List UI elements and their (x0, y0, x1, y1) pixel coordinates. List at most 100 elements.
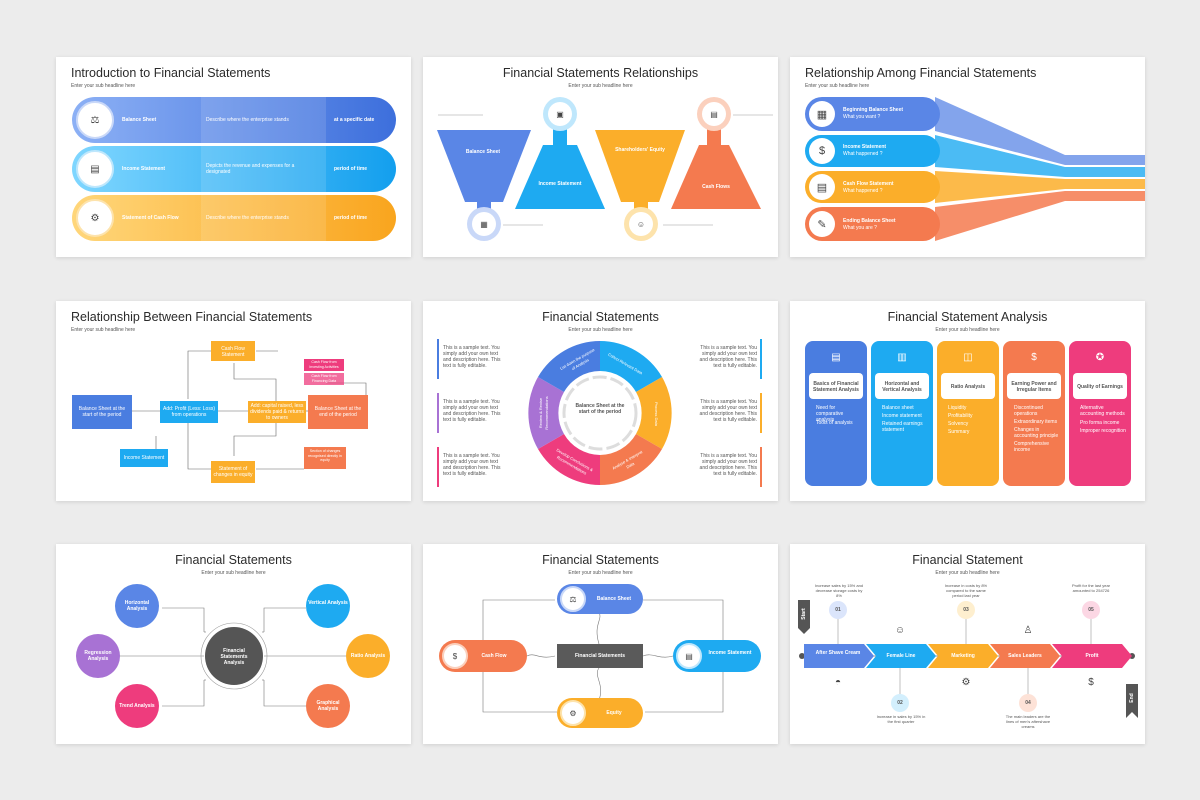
item-label: Balance Sheet (465, 149, 501, 155)
slide2-shapes (437, 97, 773, 241)
loop-node: Income Statement (708, 650, 752, 656)
slide-financial-statements-loop[interactable]: Financial Statements Enter your sub head… (423, 544, 778, 744)
node-start: Balance Sheet at the start of the period (78, 406, 126, 418)
step-number: 02 (897, 700, 903, 706)
node-accum: Section of changes recognised directly i… (308, 449, 342, 462)
chart-icon: ▥ (897, 351, 907, 363)
slide-title: Financial Statements (542, 553, 659, 567)
marketing-icon: ⚙ (958, 674, 974, 690)
slide-financial-statement-analysis[interactable]: Financial Statement Analysis Enter your … (790, 301, 1145, 501)
slide-intro-financial-statements[interactable]: Introduction to Financial Statements Ent… (56, 57, 411, 257)
slide-subtitle: Enter your sub headline here (71, 83, 136, 89)
step-note: Increase sales by 15% and decrease stora… (814, 583, 864, 598)
row-desc: Describe where the enterprise stands (206, 215, 289, 221)
card-item: Changes in accounting principle (1014, 427, 1059, 439)
slide-subtitle: Enter your sub headline here (568, 327, 633, 333)
side-text: This is a sample text. You simply add yo… (443, 345, 501, 369)
slide-subtitle: Enter your sub headline here (201, 570, 266, 576)
step-label: After Shave Cream (815, 650, 861, 656)
loop-node: Cash Flow (481, 653, 507, 659)
side-text: This is a sample text. You simply add yo… (443, 453, 501, 477)
side-text: This is a sample text. You simply add yo… (699, 399, 757, 423)
card-item: Liquidity (948, 405, 967, 411)
slide-financial-statements-relationships[interactable]: Financial Statements Relationships Enter… (423, 57, 778, 257)
row-name: Income Statement (122, 166, 166, 172)
cash-flow-icon: ▤ (809, 174, 835, 200)
step-note: Profit for the last year amounted to 254… (1071, 583, 1110, 593)
mindmap-node: Horizontal Analysis (124, 600, 150, 612)
card-head: Earning Power and Irregular Items (1011, 381, 1057, 393)
slide-subtitle: Enter your sub headline here (568, 83, 633, 89)
row-desc: Describe where the enterprise stands (206, 117, 289, 123)
card-item: Extraordinary items (1014, 419, 1058, 425)
mindmap-node: Ratio Analysis (350, 653, 386, 659)
row-question: What happened ? (843, 151, 883, 157)
row-desc: Depicts the revenue and expenses for a d… (206, 163, 295, 175)
loop-node: Balance Sheet (596, 596, 632, 602)
slide4-flow (72, 341, 368, 483)
balance-sheet-icon: ▦ (809, 101, 835, 127)
side-text: This is a sample text. You simply add yo… (699, 453, 757, 477)
row-name: Income Statement (843, 144, 887, 150)
node-cashflow: Cash Flow Statement (221, 346, 245, 358)
step-number: 04 (1025, 700, 1031, 706)
node-income: Income Statement (123, 455, 165, 461)
report-icon: ▤ (831, 351, 841, 363)
team-icon: ☺ (892, 622, 908, 638)
slide-title: Financial Statements (175, 553, 292, 567)
document-icon: ▤ (76, 150, 114, 188)
segment-label: Review & Revise Recommendations (538, 396, 549, 430)
row-when: period of time (334, 215, 368, 221)
row-when: at a specific date (334, 117, 375, 123)
slide-financial-statement-timeline[interactable]: Financial Statement Enter your sub headl… (790, 544, 1145, 744)
card-item: Profitability (948, 413, 973, 419)
presentation-icon: ◫ (963, 351, 973, 363)
slide-title: Financial Statement Analysis (887, 310, 1048, 324)
calculator-icon: ▦ (477, 217, 491, 231)
mindmap-center: Financial Statements Analysis (220, 648, 248, 666)
cash-flow-icon: ⚙ (76, 199, 114, 237)
slide-title: Relationship Between Financial Statement… (71, 310, 313, 324)
step-label: Marketing (951, 653, 975, 659)
card-item: Need for comparative analysis (816, 405, 844, 423)
step-number: 03 (963, 607, 969, 613)
slide-title: Introduction to Financial Statements (71, 66, 271, 80)
card-item: Income statement (882, 413, 922, 419)
step-label: Profit (1085, 653, 1099, 659)
wheel-center: Balance Sheet at the start of the period (575, 403, 625, 415)
cream-icon: ◓ (830, 674, 846, 690)
checklist-icon: ▣ (553, 107, 567, 121)
row-question: What you are ? (843, 225, 877, 231)
row-when: period of time (334, 166, 368, 172)
card-item: Improper recognition (1080, 428, 1126, 434)
slide-subtitle: Enter your sub headline here (71, 327, 136, 333)
income-icon: $ (809, 138, 835, 164)
coins-icon: $ (1031, 351, 1037, 363)
row-name: Ending Balance Sheet (843, 218, 896, 224)
scale-icon: ⚖ (76, 101, 114, 139)
row-name: Balance Sheet (122, 117, 157, 123)
node-end: Balance Sheet at the end of the period (314, 406, 362, 418)
node-investing: Cash Flow from Investing Activities (309, 360, 339, 369)
row-name: Statement of Cash Flow (122, 215, 179, 221)
row-name: Cash Flow Statement (843, 181, 894, 187)
document-icon: ▤ (707, 107, 721, 121)
mindmap-node: Vertical Analysis (308, 600, 348, 606)
card-item: Balance sheet (882, 405, 914, 411)
card-head: Quality of Earnings (1077, 384, 1123, 390)
slide9-timeline (798, 600, 1138, 718)
slide-relationship-between[interactable]: Relationship Between Financial Statement… (56, 301, 411, 501)
slide-relationship-among[interactable]: Relationship Among Financial Statements … (790, 57, 1145, 257)
slide-title: Relationship Among Financial Statements (805, 66, 1037, 80)
slide-title: Financial Statements Relationships (502, 66, 699, 80)
item-label: Shareholders' Equity (615, 147, 665, 153)
timeline-start: Start (801, 608, 807, 620)
slide-title: Financial Statement (912, 553, 1023, 567)
step-number: 01 (835, 607, 841, 613)
row-question: What happened ? (843, 188, 883, 194)
document-icon: ▤ (683, 650, 695, 662)
slide-financial-statements-mindmap[interactable]: Financial Statements Enter your sub head… (56, 544, 411, 744)
slide-financial-statements-cycle[interactable]: Financial Statements Enter your sub head… (423, 301, 778, 501)
card-item: Discontinued operations (1014, 405, 1043, 417)
